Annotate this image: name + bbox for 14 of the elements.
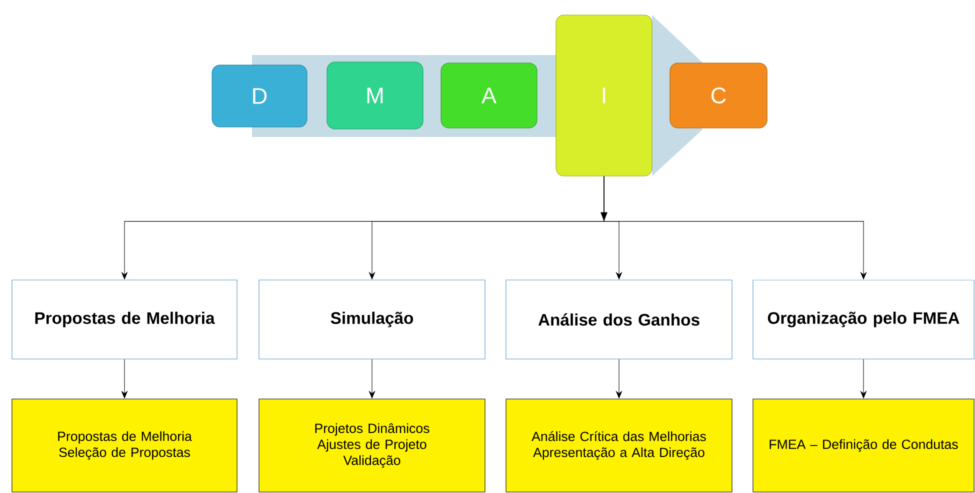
phase-box: Propostas de Melhoria	[12, 280, 238, 360]
step-box: I	[556, 14, 652, 176]
step-box: D	[212, 64, 308, 128]
activity-box: Análise Crítica das Melhorias Apresentação a Alta Direção	[506, 398, 732, 492]
activity-box: FMEA – Definição de Condutas	[752, 398, 974, 492]
step-box: C	[670, 62, 768, 128]
activity-box: Projetos Dinâmicos Ajustes de Projeto Validação	[258, 398, 486, 492]
arrow-head	[600, 212, 608, 222]
phase-box: Organização pelo FMEA	[752, 280, 974, 360]
step-box: A	[440, 62, 538, 128]
phase-box: Simulação	[258, 280, 486, 360]
activity-box: Propostas de Melhoria Seleção de Propostas	[12, 398, 238, 492]
step-box: M	[326, 62, 424, 130]
phase-box: Análise dos Ganhos	[506, 280, 732, 360]
